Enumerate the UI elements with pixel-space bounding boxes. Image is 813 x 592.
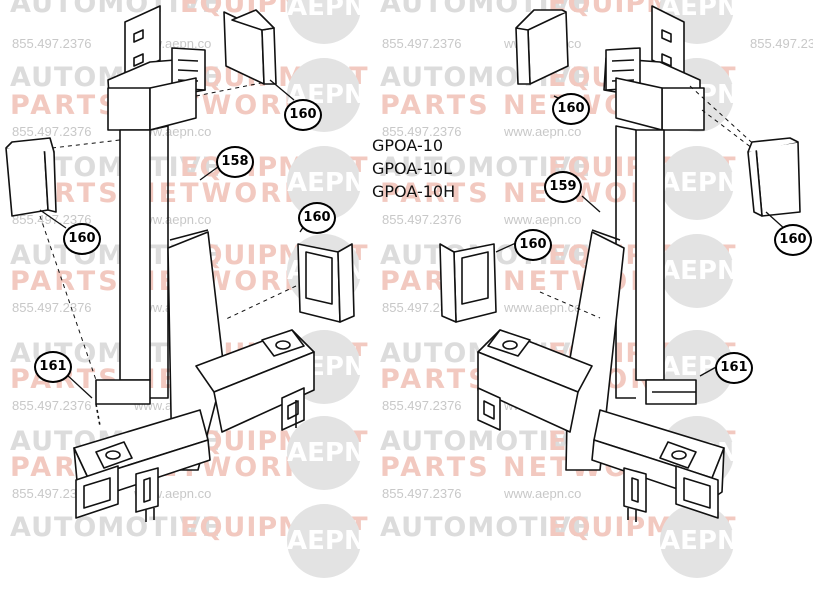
callout-161-left: 161 xyxy=(34,351,72,383)
aepn-logo-watermark: AEPN xyxy=(660,234,739,308)
callout-160-center-right: 160 xyxy=(514,229,552,261)
model-number: GPOA-10L xyxy=(372,159,452,178)
model-number: GPOA-10 xyxy=(372,136,444,155)
right-frame-assembly xyxy=(477,5,761,522)
callout-158: 158 xyxy=(216,146,254,178)
right-bracket-160-top xyxy=(515,9,569,85)
model-number-list: GPOA-10 GPOA-10L GPOA-10H xyxy=(372,134,455,203)
parts-diagram: AUTOMOTIVE EQUIPMENT AUTOMOTIVE EQUIPMEN… xyxy=(5,0,813,578)
left-frame-assembly xyxy=(39,5,315,522)
left-bracket-160-top xyxy=(223,9,277,85)
right-upper-box xyxy=(661,87,705,131)
right-vertical-post xyxy=(635,129,665,381)
callout-160-left-side: 160 xyxy=(63,223,101,255)
aepn-logo-watermark: AEPN xyxy=(660,146,739,220)
center-bracket-160-left xyxy=(297,243,355,323)
center-bracket-160-right xyxy=(439,243,497,323)
left-bracket-160-side xyxy=(5,137,57,217)
callout-160-center-left: 160 xyxy=(298,202,336,234)
left-crossbar-face xyxy=(213,351,315,433)
line-drawing xyxy=(5,5,801,522)
callout-160-top-left: 160 xyxy=(284,99,322,131)
left-upper-box xyxy=(107,87,151,131)
callout-160-top-right: 160 xyxy=(552,93,590,125)
left-vertical-post xyxy=(119,129,151,381)
aepn-logo-watermark: AEPN xyxy=(287,146,366,220)
model-number: GPOA-10H xyxy=(372,182,456,201)
callout-160-right-side: 160 xyxy=(774,224,812,256)
callout-159: 159 xyxy=(544,171,582,203)
right-bracket-160-side xyxy=(747,137,801,217)
aepn-logo-watermark: AEPN xyxy=(287,416,366,490)
callout-161-right: 161 xyxy=(715,352,753,384)
